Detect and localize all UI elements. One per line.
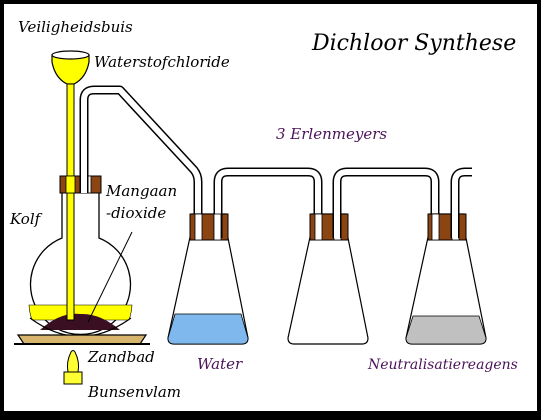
erlenmeyer-neutralizer [405, 213, 487, 345]
sand-bath-tray [16, 334, 148, 345]
label-mno2-line2: -dioxide [106, 204, 166, 222]
label-burner: Bunsenvlam [87, 383, 181, 401]
safety-tube-rim [51, 50, 90, 60]
label-sand-bath: Zandbad [87, 348, 155, 366]
neutralizer-liquid [405, 315, 487, 345]
flame-icon [63, 350, 83, 385]
sand-bath [14, 334, 150, 345]
mno2-leader-line [87, 231, 133, 323]
flask-glass [29, 184, 132, 336]
erlenmeyer-water [167, 213, 249, 345]
mno2-heap [40, 313, 120, 330]
water-liquid [167, 313, 249, 345]
title: Dichloor Synthese [311, 31, 516, 56]
label-erlenmeyers: 3 Erlenmeyers [276, 125, 387, 143]
label-hcl: Waterstofchloride [94, 53, 230, 71]
safety-tube [51, 50, 90, 321]
label-safety-tube: Veiligheidsbuis [18, 18, 133, 36]
label-water: Water [197, 355, 243, 373]
label-flask: Kolf [9, 210, 43, 228]
label-mno2-line1: Mangaan [105, 182, 177, 200]
label-neutralizer: Neutralisatiereagens [367, 357, 518, 373]
safety-tube-stem [66, 83, 75, 321]
delivery-tube-1-inner [81, 87, 201, 337]
